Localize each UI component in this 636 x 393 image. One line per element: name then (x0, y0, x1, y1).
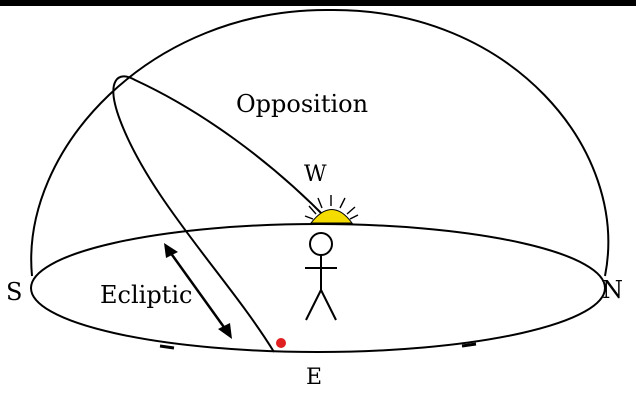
horizon-tick-right (462, 344, 476, 346)
top-border (0, 0, 636, 6)
west-label: W (304, 162, 327, 187)
ecliptic-label: Ecliptic (100, 281, 192, 309)
opposition-label: Opposition (236, 90, 368, 118)
observer-figure (305, 233, 337, 320)
east-label: E (306, 365, 322, 390)
planet-dot (276, 338, 286, 348)
south-label: S (6, 278, 22, 306)
sun-icon (305, 195, 358, 223)
north-label: N (602, 276, 623, 304)
horizon-tick-left (160, 346, 174, 348)
celestial-dome (31, 10, 608, 276)
